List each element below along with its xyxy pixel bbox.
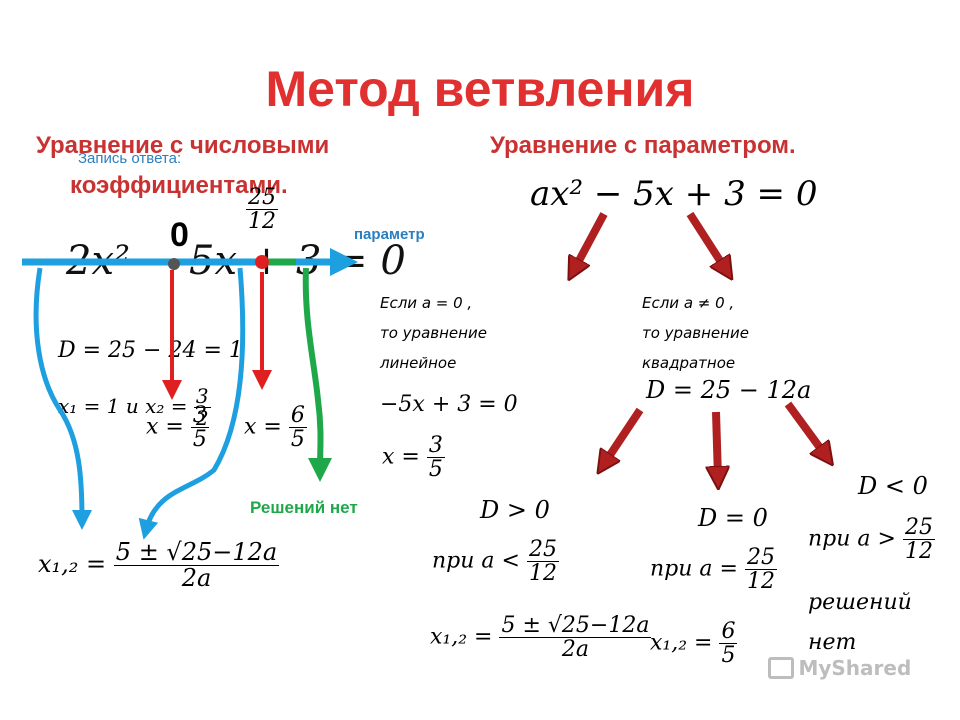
left-roots-frac-den: 2 xyxy=(195,406,209,430)
left-frac-a-num: 3 xyxy=(190,403,209,429)
d-positive-lhs: x₁,₂ = xyxy=(430,624,493,650)
watermark: MyShared xyxy=(768,656,911,680)
left-frac-b-den: 5 xyxy=(290,427,305,453)
case-quadratic-note: Если a ≠ 0 , то уравнение квадратное xyxy=(642,288,749,378)
left-heading-line2: коэффициентами. xyxy=(70,172,288,199)
d-zero-when-text: при a = xyxy=(650,556,738,582)
top-fraction-num: 25 xyxy=(246,185,278,211)
page-title: Метод ветвления xyxy=(265,61,695,117)
case-quadratic-line2: то уравнение xyxy=(642,324,749,342)
d-negative-result-line2: нет xyxy=(808,630,857,655)
d-positive-when: при a < 25 12 xyxy=(432,538,559,585)
left-discriminant: D = 25 − 24 = 1 xyxy=(58,338,243,363)
watermark-text: MyShared xyxy=(798,656,912,680)
d-positive-when-text: при a < xyxy=(432,548,520,574)
parametric-discriminant: D = 25 − 12a xyxy=(646,376,812,404)
green-arrow xyxy=(302,267,333,482)
d-positive-frac-den: 12 xyxy=(528,561,557,587)
d-zero-frac: 25 12 xyxy=(744,545,777,595)
d-positive-frac: 25 12 xyxy=(526,537,559,587)
d-negative-result-line1: решений xyxy=(808,590,912,615)
left-roots: x₁ = 1 и x₂ = 3 2 xyxy=(58,386,211,429)
left-frac-a: 3 5 xyxy=(190,403,209,453)
left-formula-num: 5 ± √25−12a xyxy=(113,538,280,567)
d-negative-when-text: при a > xyxy=(808,526,896,552)
left-frac-b-num: 6 xyxy=(288,403,307,429)
critical-point xyxy=(255,255,269,269)
d-positive-formula: x₁,₂ = 5 ± √25−12a 2a xyxy=(430,613,652,663)
left-formula-den: 2a xyxy=(181,564,212,593)
d-zero-frac-den: 12 xyxy=(746,569,775,595)
presentation-icon xyxy=(768,657,794,679)
left-formula-lhs: x₁,₂ = xyxy=(38,550,107,579)
case-quadratic-line3: квадратное xyxy=(642,354,736,372)
left-frac-b: 6 5 xyxy=(288,403,307,453)
linear-x-eq: x = xyxy=(382,444,420,470)
left-x-six-fifths: x = 6 5 xyxy=(244,404,307,451)
left-general-formula: x₁,₂ = 5 ± √25−12a 2a xyxy=(38,538,280,593)
branch-arrow-linear xyxy=(574,212,608,270)
no-solutions-label: Решений нет xyxy=(250,498,358,517)
case-linear-note: Если a = 0 , то уравнение линейное xyxy=(380,288,487,378)
left-x-three-fifths: x = 3 5 xyxy=(146,404,209,451)
parametric-equation: ax² − 5x + 3 = 0 xyxy=(530,174,818,214)
d-negative-frac-num: 25 xyxy=(902,515,935,541)
d-zero-frac-num: 25 xyxy=(744,545,777,571)
linear-equation: −5x + 3 = 0 xyxy=(380,392,518,417)
zero-point xyxy=(168,258,180,270)
d-zero-result: x₁,₂ = 6 5 xyxy=(650,619,738,669)
d-zero-lhs: x₁,₂ = xyxy=(650,630,713,656)
left-formula-frac: 5 ± √25−12a 2a xyxy=(113,538,280,593)
d-zero-when: при a = 25 12 xyxy=(650,546,777,593)
case-linear-line2: то уравнение xyxy=(380,324,487,342)
zero-label: 0 xyxy=(170,216,189,254)
linear-solution: x = 3 5 xyxy=(382,434,445,481)
case-linear-line1: Если a = 0 , xyxy=(380,294,473,312)
answer-note: Запись ответа: xyxy=(78,150,182,167)
linear-frac-num: 3 xyxy=(426,433,445,459)
d-zero-result-den: 5 xyxy=(721,643,736,669)
case-linear-line3: линейное xyxy=(380,354,457,372)
branch-arrow-d-negative xyxy=(784,401,826,456)
left-roots-frac-num: 3 xyxy=(193,384,211,408)
d-positive-frac-num: 25 xyxy=(526,537,559,563)
d-zero-condition: D = 0 xyxy=(698,504,768,532)
parameter-label: параметр xyxy=(354,226,425,243)
branch-arrow-quadratic xyxy=(686,211,726,270)
case-quadratic-line1: Если a ≠ 0 , xyxy=(642,294,735,312)
d-positive-condition: D > 0 xyxy=(480,496,550,524)
d-zero-result-frac: 6 5 xyxy=(719,619,738,669)
d-positive-formula-frac: 5 ± √25−12a 2a xyxy=(499,613,652,663)
top-fraction: 25 12 xyxy=(246,186,278,233)
left-heading-line1: Уравнение с числовыми xyxy=(36,132,330,159)
blue-arrow-left xyxy=(33,267,92,530)
branch-arrow-d-positive xyxy=(604,407,644,464)
left-frac-a-den: 5 xyxy=(192,427,207,453)
d-negative-frac-den: 12 xyxy=(904,539,933,565)
left-x-eq-a: x = xyxy=(146,414,184,440)
left-x-eq-b: x = xyxy=(244,414,282,440)
top-fraction-den: 12 xyxy=(248,209,276,235)
branch-arrow-d-zero xyxy=(716,411,718,478)
d-negative-condition: D < 0 xyxy=(858,472,928,500)
d-zero-result-num: 6 xyxy=(719,619,738,645)
left-roots-frac: 3 2 xyxy=(193,384,211,430)
d-negative-frac: 25 12 xyxy=(902,515,935,565)
blue-arrow-right xyxy=(138,267,246,540)
right-heading: Уравнение с параметром. xyxy=(490,132,796,159)
linear-frac-den: 5 xyxy=(428,457,443,483)
d-negative-when: при a > 25 12 xyxy=(808,516,935,563)
linear-frac: 3 5 xyxy=(426,433,445,483)
d-positive-formula-num: 5 ± √25−12a xyxy=(499,613,652,639)
d-positive-formula-den: 2a xyxy=(561,637,590,663)
